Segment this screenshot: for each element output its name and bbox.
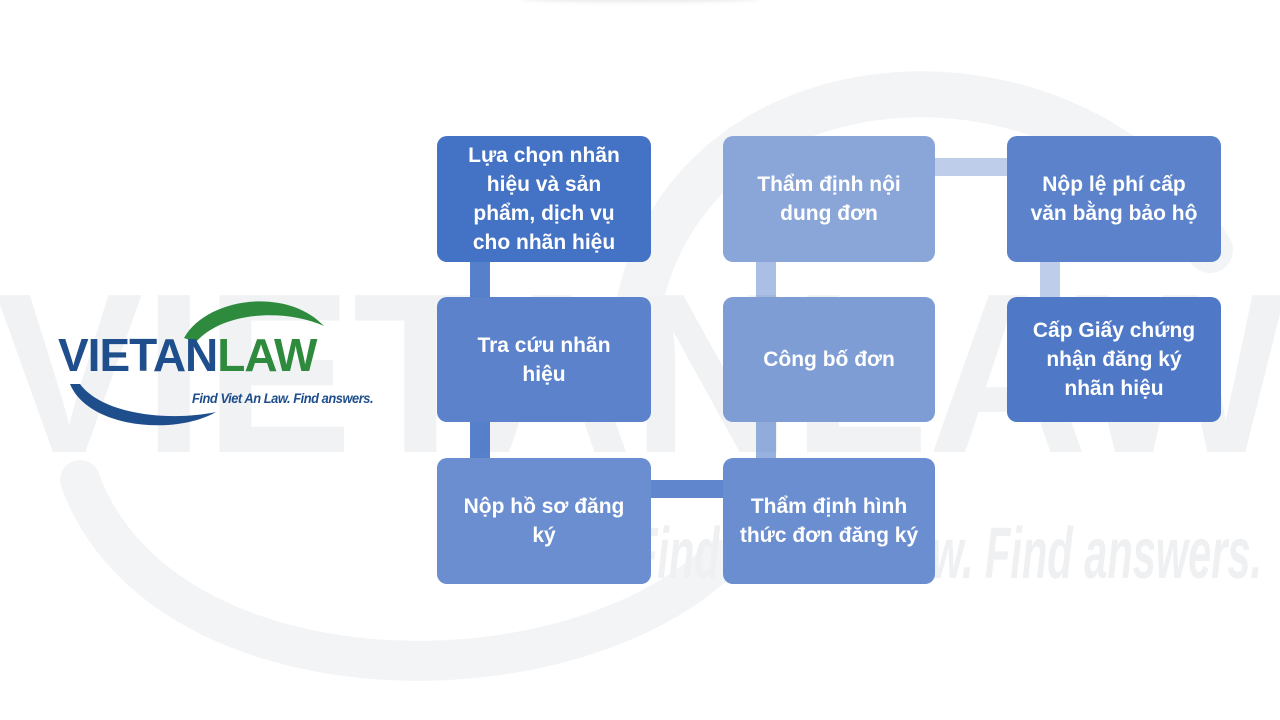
step-box-1: Lựa chọn nhãn hiệu và sản phẩm, dịch vụ …: [437, 136, 651, 262]
connector-2-3: [470, 422, 490, 458]
connector-4-5: [756, 422, 776, 458]
step-box-5: Công bố đơn: [723, 297, 935, 422]
step-label-5: Công bố đơn: [763, 348, 895, 371]
logo-blue-swoosh: [70, 384, 216, 426]
step-label-4: Thẩm định hình thức đơn đăng ký: [739, 495, 919, 547]
step-box-2: Tra cứu nhãn hiệu: [437, 297, 651, 422]
logo-swooshes: [70, 301, 324, 426]
step-label-6: Thẩm định nội dung đơn: [757, 173, 901, 225]
step-box-7: Nộp lệ phí cấp văn bằng bảo hộ: [1007, 136, 1221, 262]
step-label-1: Lựa chọn nhãn hiệu và sản phẩm, dịch vụ …: [468, 144, 620, 254]
logo-green-swoosh: [184, 301, 324, 342]
step-label-8: Cấp Giấy chứng nhận đăng ký nhãn hiệu: [1032, 319, 1196, 400]
connector-1-2: [470, 262, 490, 298]
step-label-2: Tra cứu nhãn hiệu: [477, 333, 611, 386]
vietanlaw-logo: VIETANLAW Find Viet An Law. Find answers…: [56, 288, 374, 438]
logo-wordmark-vietan: VIETAN: [58, 329, 218, 381]
step-box-3: Nộp hồ sơ đăng ký: [437, 458, 651, 584]
watermark-arc-bottom: [60, 460, 740, 681]
step-box-8: Cấp Giấy chứng nhận đăng ký nhãn hiệu: [1007, 297, 1221, 422]
step-label-7: Nộp lệ phí cấp văn bằng bảo hộ: [1030, 173, 1198, 225]
logo-wordmark: VIETANLAW: [58, 329, 317, 381]
top-shadow: [520, 0, 760, 2]
step-box-4: Thẩm định hình thức đơn đăng ký: [723, 458, 935, 584]
connector-7-8: [1040, 262, 1060, 298]
logo-wordmark-law: LAW: [217, 329, 317, 381]
connector-5-6: [756, 262, 776, 298]
step-box-6: Thẩm định nội dung đơn: [723, 136, 935, 262]
connector-6-7: [934, 158, 1008, 176]
logo-tagline: Find Viet An Law. Find answers.: [192, 390, 374, 406]
step-label-3: Nộp hồ sơ đăng ký: [463, 495, 625, 547]
connector-3-4: [650, 480, 724, 498]
